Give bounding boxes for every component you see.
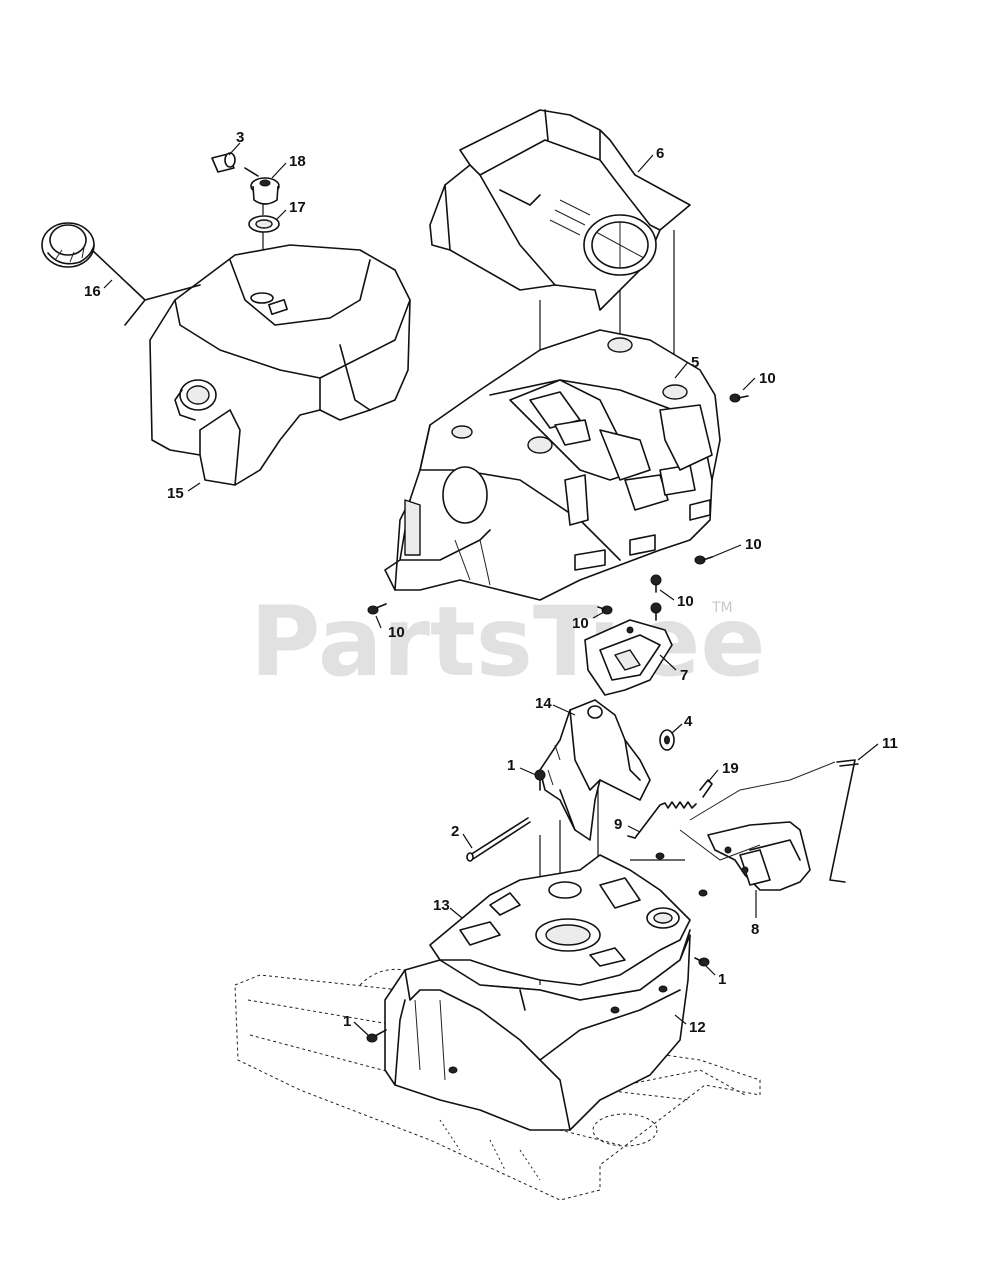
screw-icon [658,985,668,993]
callout-13: 13 [433,897,450,914]
watermark: PartsTree TM [250,586,765,698]
screw-icon [367,603,387,615]
dash-top-cover [429,109,691,311]
callout-labels: 3 18 17 16 15 6 5 10 10 10 10 10 7 14 4 … [84,129,898,1036]
cotter-pin [699,779,713,798]
callout-16: 16 [84,283,101,300]
callout-5: 5 [691,354,699,371]
screw-icon [448,1066,458,1074]
long-bolt [466,817,531,862]
callout-7: 7 [680,667,688,684]
fuel-pin [211,152,236,173]
washer [659,729,675,751]
screws-10 [367,393,749,621]
callout-19: 19 [722,760,739,777]
callout-15: 15 [167,485,184,502]
watermark-trademark: TM [711,600,733,616]
fuel-valve [244,167,280,205]
fuel-cap [41,222,201,326]
callout-8: 8 [751,921,759,938]
dash-center-console [509,379,713,511]
screw-icon [729,393,749,403]
screws-1 [366,769,710,1074]
screw-icon [366,1029,387,1043]
callout-9: 9 [614,816,622,833]
fuel-filler-neck [174,379,217,421]
spring [627,801,697,839]
screw-icon [610,1006,620,1014]
callout-10-right: 10 [745,536,762,553]
screw-icon [694,555,713,565]
callout-3: 3 [236,129,244,146]
dash-gauge-opening [583,214,657,276]
fuel-tank [149,244,411,486]
callout-2: 2 [451,823,459,840]
callout-10-left: 10 [388,624,405,641]
dash-panel [384,329,721,601]
callout-4: 4 [684,713,693,730]
callout-11: 11 [882,735,898,752]
callout-1-left: 1 [343,1013,351,1030]
callout-1-top: 1 [507,757,515,774]
callout-10-bracket: 10 [677,593,694,610]
steering-support-bracket [539,699,651,841]
callout-6: 6 [656,145,664,162]
callout-leaders [103,142,879,1036]
callout-12: 12 [689,1019,706,1036]
grommet [248,215,280,233]
callout-10-center: 10 [572,615,589,632]
switch-bracket [584,619,673,696]
screw-icon [698,889,708,897]
screw-icon [597,605,613,615]
lower-shroud [384,934,691,1131]
callout-14: 14 [535,695,552,712]
watermark-brand: PartsTree [250,586,765,698]
callout-10-top: 10 [759,370,776,387]
callout-1-right: 1 [718,971,726,988]
screw-icon [655,852,665,860]
screw-icon [650,602,662,621]
screw-icon [694,957,710,967]
pedal-bracket [707,821,811,891]
callout-17: 17 [289,199,306,216]
callout-18: 18 [289,153,306,170]
control-rod [679,759,859,883]
dash-base [429,854,691,1001]
screw-icon [650,574,662,593]
